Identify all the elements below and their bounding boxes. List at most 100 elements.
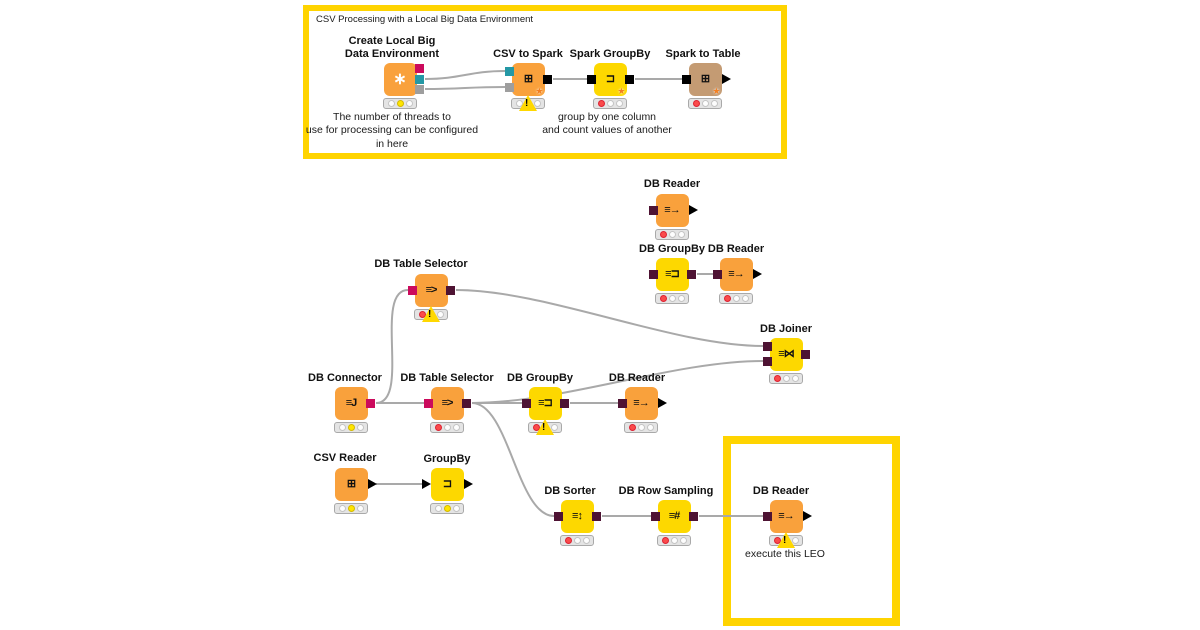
node-label-line: Spark to Table	[665, 48, 741, 60]
node-groupby[interactable]: ⊐	[421, 467, 473, 501]
in-port-square[interactable]	[762, 341, 772, 351]
in-port-square[interactable]	[712, 269, 722, 279]
spark_groupby-icon: ⊐	[605, 72, 615, 85]
status-traffic-light	[383, 98, 417, 109]
out-port-square[interactable]	[414, 63, 424, 73]
node-label-spark_to_table: Spark to Table	[666, 48, 741, 61]
annotation-bottom-box[interactable]	[723, 436, 900, 626]
db_groupby_up-icon: ≡⊐	[665, 267, 680, 280]
status-light	[732, 295, 740, 302]
warning-exclamation: !	[428, 309, 432, 320]
node-label-db_reader_mid: DB Reader	[609, 372, 665, 385]
out-port-square[interactable]	[365, 398, 375, 408]
status-light	[443, 505, 451, 512]
db_row_sampling-icon: ≡#	[668, 509, 681, 522]
node-label-line: CSV Reader	[313, 452, 377, 464]
in-port-square[interactable]	[648, 205, 658, 215]
node-db_joiner[interactable]: ≡⋈	[762, 337, 810, 371]
db_reader_mid-icon: ≡→	[633, 396, 649, 409]
db_reader_top-icon: ≡→	[664, 203, 680, 216]
out-port-square[interactable]	[688, 511, 698, 521]
spark-star-icon: ★	[712, 85, 721, 96]
in-port-square[interactable]	[423, 398, 433, 408]
node-db_reader_bottom[interactable]: ≡→	[762, 499, 812, 533]
out-port-triangle[interactable]	[367, 478, 377, 489]
out-port-triangle[interactable]	[463, 478, 473, 489]
in-port-square[interactable]	[650, 511, 660, 521]
warning-icon: !	[777, 532, 795, 548]
node-db_reader_mid[interactable]: ≡→	[617, 386, 667, 420]
node-db_row_sampling[interactable]: ≡#	[650, 499, 698, 533]
status-light	[659, 295, 667, 302]
in-port-square[interactable]	[762, 511, 772, 521]
node-db_reader_up2[interactable]: ≡→	[712, 257, 762, 291]
node-db_reader_top[interactable]: ≡→	[648, 193, 698, 227]
node-label-line: DB Row Sampling	[618, 485, 714, 497]
out-port-square[interactable]	[461, 398, 471, 408]
node-label-line: DB Table Selector	[374, 258, 468, 270]
out-port-triangle[interactable]	[752, 268, 762, 279]
in-port-square[interactable]	[617, 398, 627, 408]
status-light	[782, 375, 790, 382]
out-port-square[interactable]	[542, 74, 552, 84]
node-label-db_row_sampling: DB Row Sampling	[619, 485, 714, 498]
status-traffic-light	[430, 503, 464, 514]
node-db_connector[interactable]: ≡J	[334, 386, 375, 420]
in-port-square[interactable]	[648, 269, 658, 279]
node-label-line: CSV to Spark	[493, 48, 563, 60]
node-db_sorter[interactable]: ≡↕	[553, 499, 601, 533]
node-csv_to_spark[interactable]: ⊞★	[504, 62, 552, 96]
node-spark_groupby[interactable]: ⊐★	[586, 62, 634, 96]
db_reader_bottom-icon: ≡→	[778, 509, 794, 522]
out-port-triangle[interactable]	[657, 397, 667, 408]
status-traffic-light	[560, 535, 594, 546]
out-port-triangle[interactable]	[721, 73, 731, 84]
status-light	[338, 424, 346, 431]
node-csv_reader[interactable]: ⊞	[334, 467, 377, 501]
node-db_groupby_up[interactable]: ≡⊐	[648, 257, 696, 291]
in-port-square[interactable]	[553, 511, 563, 521]
node-db_table_selector_mid[interactable]: ≡>	[423, 386, 471, 420]
node-db_groupby_mid[interactable]: ≡⊐	[521, 386, 569, 420]
in-port-square[interactable]	[504, 82, 514, 92]
out-port-square[interactable]	[414, 84, 424, 94]
in-port-square[interactable]	[504, 66, 514, 76]
status-light	[347, 505, 355, 512]
status-light	[791, 375, 799, 382]
node-label-csv_to_spark: CSV to Spark	[493, 48, 563, 61]
out-port-square[interactable]	[559, 398, 569, 408]
annotation-title: CSV Processing with a Local Big Data Env…	[316, 14, 534, 25]
node-label-line: DB Joiner	[760, 323, 812, 335]
status-light	[723, 295, 731, 302]
status-light	[597, 100, 605, 107]
in-port-square[interactable]	[521, 398, 531, 408]
in-port-square[interactable]	[762, 356, 772, 366]
in-port-square[interactable]	[407, 285, 417, 295]
status-light	[679, 537, 687, 544]
node-label-line: DB Reader	[608, 372, 666, 384]
node-label-line: DB Table Selector	[400, 372, 494, 384]
in-port-square[interactable]	[681, 74, 691, 84]
db_table_selector_mid-icon: ≡>	[441, 396, 454, 409]
out-port-square[interactable]	[624, 74, 634, 84]
in-port-square[interactable]	[586, 74, 596, 84]
out-port-square[interactable]	[686, 269, 696, 279]
out-port-square[interactable]	[591, 511, 601, 521]
status-light	[670, 537, 678, 544]
out-port-square[interactable]	[445, 285, 455, 295]
out-port-square[interactable]	[414, 74, 424, 84]
in-port-triangle[interactable]	[421, 478, 431, 489]
csv_to_spark-icon: ⊞	[523, 72, 533, 85]
status-light	[661, 537, 669, 544]
out-port-triangle[interactable]	[802, 510, 812, 521]
node-create_env[interactable]: ∗	[383, 62, 424, 96]
out-port-square[interactable]	[800, 349, 810, 359]
node-label-line: DB GroupBy	[507, 372, 573, 384]
db_sorter-icon: ≡↕	[572, 509, 583, 522]
status-traffic-light	[657, 535, 691, 546]
out-port-triangle[interactable]	[688, 204, 698, 215]
status-traffic-light	[719, 293, 753, 304]
node-spark_to_table[interactable]: ⊞★	[681, 62, 731, 96]
node-db_table_selector_up[interactable]: ≡>	[407, 273, 455, 307]
